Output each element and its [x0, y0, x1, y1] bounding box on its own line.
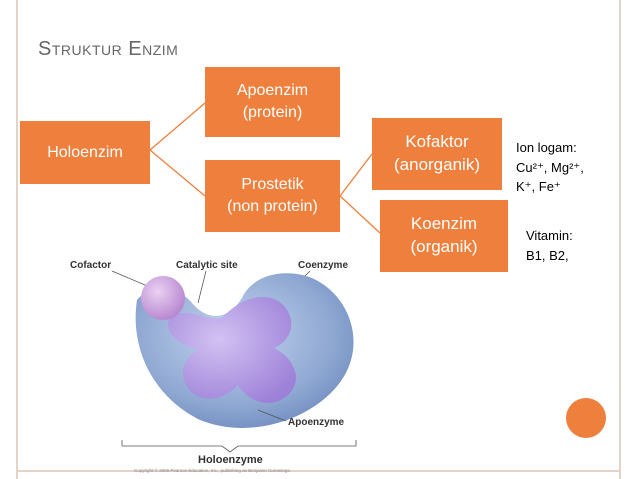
ion-logam-line-2: Cu²⁺, Mg²⁺, [516, 159, 584, 175]
ion-logam-line-3: K⁺, Fe⁺ [516, 179, 561, 194]
decorative-circle [566, 398, 606, 438]
apoenzyme-pointer [257, 409, 287, 422]
holoenzim-label: Holoenzim [47, 143, 123, 161]
vitamin-line-1: Vitamin: [526, 228, 573, 243]
kofaktor-sublabel: (anorganik) [394, 155, 480, 174]
apoenzyme-caption: Apoenzyme [288, 417, 345, 428]
cofactor-shape [141, 276, 185, 320]
vitamin-note: Vitamin: B1, B2, [526, 226, 573, 265]
page-title: Struktur Enzim [38, 38, 179, 60]
koenzim-label: Koenzim [410, 214, 478, 234]
frame-right-line [619, 0, 621, 479]
apoenzim-sublabel: (protein) [242, 104, 303, 121]
holoenzim-box: Holoenzim [20, 121, 150, 184]
prostetik-label: Prostetik [241, 176, 304, 194]
ion-logam-line-1: Ion logam: [516, 140, 577, 155]
frame-left-line [16, 0, 18, 479]
prostetik-sublabel: (non protein) [227, 198, 318, 215]
coenzyme-shape [168, 296, 296, 403]
apoenzim-box: Apoenzim (protein) [205, 67, 340, 137]
prostetik-box: Prostetik (non protein) [205, 160, 340, 232]
vitamin-line-2: B1, B2, [526, 247, 569, 263]
kofaktor-box: Kofaktor (anorganik) [372, 118, 502, 190]
cofactor-caption: Cofactor [70, 260, 111, 271]
apoenzim-label: Apoenzim [236, 82, 309, 100]
coenzyme-caption: Coenzyme [298, 260, 348, 271]
catalytic-site-caption: Catalytic site [176, 260, 238, 271]
copyright-caption: Copyright © 2006 Pearson Education, Inc.… [134, 467, 291, 473]
koenzim-box: Koenzim (organik) [380, 200, 508, 272]
koenzim-sublabel: (organik) [410, 237, 478, 256]
frame-bottom-line [16, 470, 621, 472]
ion-logam-note: Ion logam: Cu²⁺, Mg²⁺, K⁺, Fe⁺ [516, 138, 584, 197]
holoenzyme-bracket [121, 440, 357, 453]
holoenzyme-caption: Holoenzyme [198, 454, 263, 466]
catalytic-site-pointer [197, 270, 207, 304]
kofaktor-label: Kofaktor [405, 132, 469, 152]
